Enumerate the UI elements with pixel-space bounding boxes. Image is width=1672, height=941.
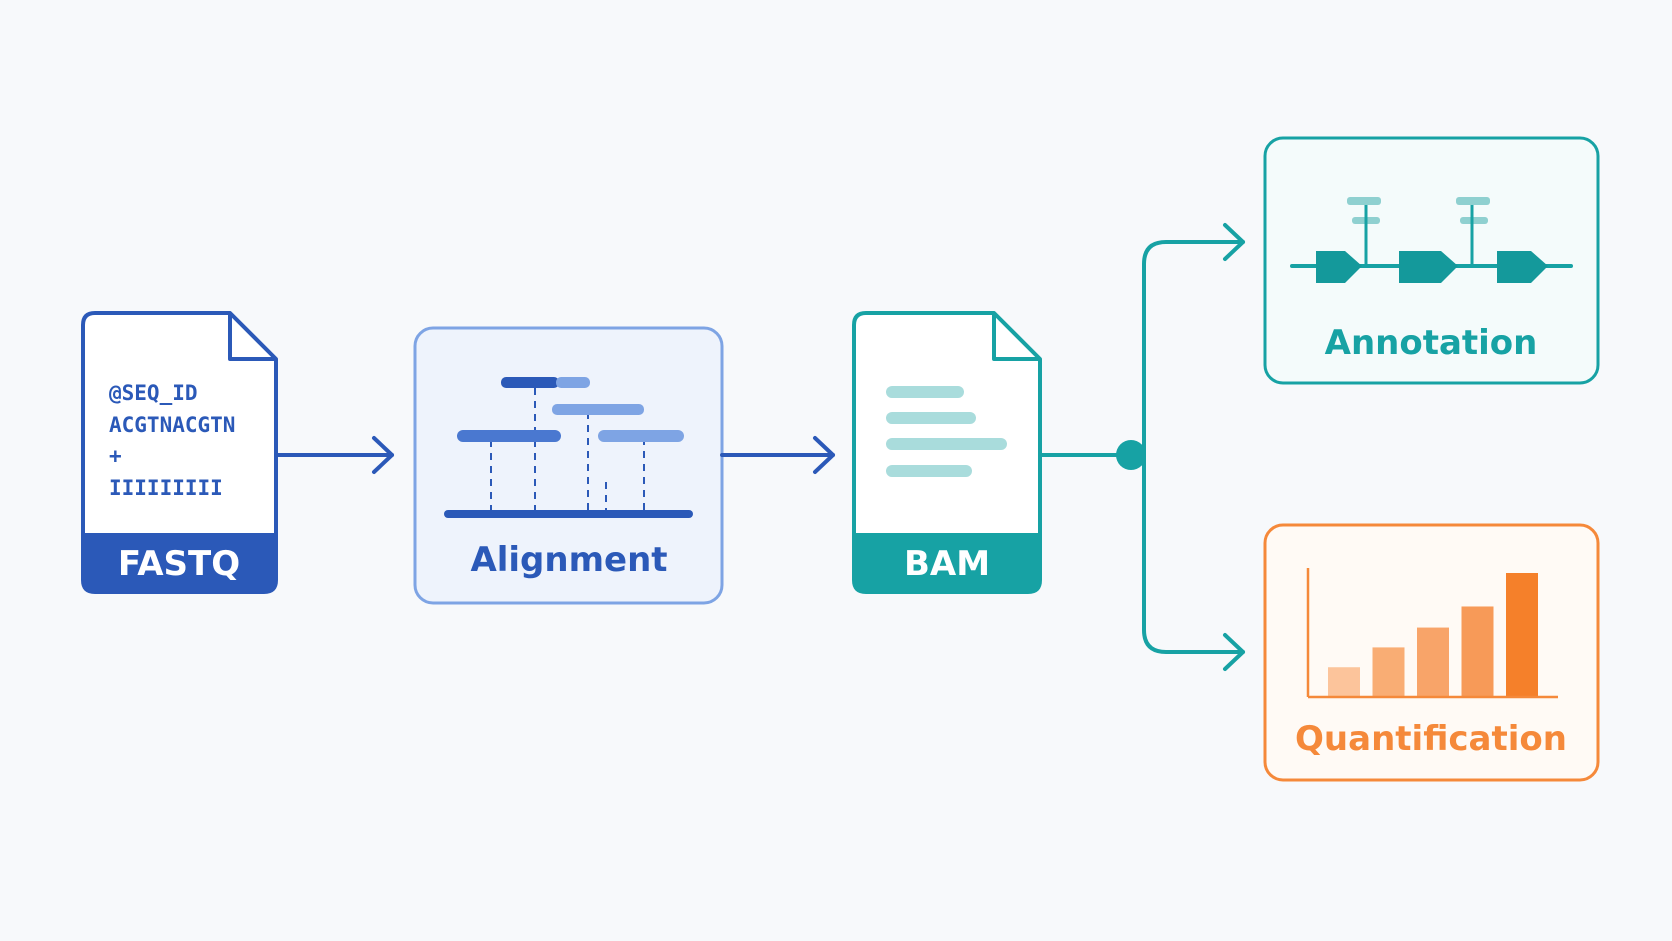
fastq-node: @SEQ_ID ACGTNACGTN + IIIIIIIII FASTQ <box>81 311 278 594</box>
fastq-label: FASTQ <box>118 544 240 584</box>
alignment-label: Alignment <box>470 540 667 580</box>
quantification-node: Quantification <box>1263 523 1600 782</box>
quant-bar-1 <box>1328 667 1360 697</box>
quant-bar-4 <box>1461 606 1494 697</box>
arrow-fastq-to-alignment <box>274 436 394 474</box>
alignment-reads-icon <box>444 377 693 518</box>
fastq-fold-corner <box>228 313 276 361</box>
bam-label: BAM <box>904 544 990 584</box>
branch-node-dot <box>1116 440 1146 470</box>
fastq-line-2: ACGTNACGTN <box>109 413 235 437</box>
bam-text-lines <box>886 386 1007 477</box>
quant-bar-2 <box>1372 647 1405 697</box>
annotation-node: Annotation <box>1263 136 1600 385</box>
fastq-line-1: @SEQ_ID <box>109 381 198 405</box>
quantification-bar-chart-icon <box>1306 568 1558 699</box>
quant-bar-5 <box>1506 573 1538 697</box>
fastq-line-4: IIIIIIIII <box>109 476 223 500</box>
quant-bar-3 <box>1417 627 1449 697</box>
annotation-label: Annotation <box>1325 323 1538 363</box>
arrow-alignment-to-bam <box>720 436 835 474</box>
bam-fold-corner <box>992 313 1040 361</box>
bam-label-band <box>854 533 1040 592</box>
fastq-label-band <box>83 533 276 592</box>
gene-track-icon <box>1290 197 1573 283</box>
alignment-box <box>413 326 724 605</box>
quantification-label: Quantification <box>1295 719 1567 759</box>
branch-connector <box>1038 223 1245 671</box>
bam-node: BAM <box>852 311 1042 594</box>
fastq-line-3: + <box>109 444 122 468</box>
alignment-node: Alignment <box>413 326 724 605</box>
